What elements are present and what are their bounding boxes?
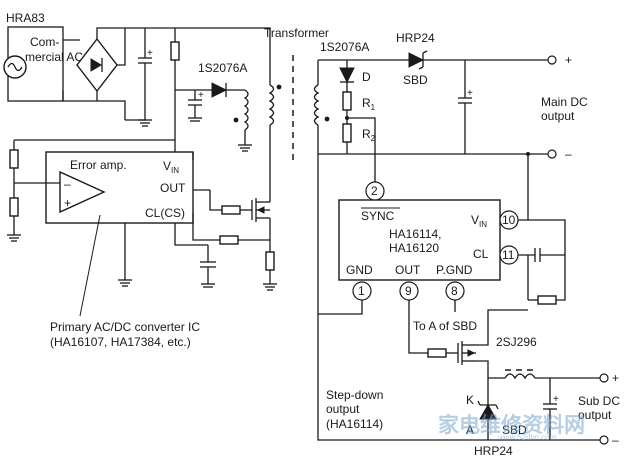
step-down-label-1: Step-down xyxy=(326,388,383,402)
main-dc-plus-terminal xyxy=(547,55,557,65)
svg-text:+: + xyxy=(147,48,153,59)
primary-ic-caption-1: Primary AC/DC converter IC xyxy=(50,320,200,334)
pin-11-label: 11 xyxy=(502,248,515,262)
hra83-label: HRA83 xyxy=(6,11,45,25)
svg-text:+: + xyxy=(467,88,473,99)
diode-d-label: D xyxy=(362,70,371,84)
ac-input-section: HRA83 Com- mercial AC + xyxy=(3,11,260,130)
main-dc-label-2: output xyxy=(541,109,575,123)
ic-name-label-1: HA16114, xyxy=(389,227,441,241)
sub-dc-label-2: output xyxy=(578,408,612,422)
mosfet-label: 2SJ296 xyxy=(496,335,537,349)
pin-8-label: 8 xyxy=(451,284,458,298)
gnd-label: GND xyxy=(346,263,373,277)
aux-winding-section: 1S2076A + Transformer xyxy=(175,26,329,180)
a-label: A xyxy=(466,423,474,437)
step-down-label-2: output xyxy=(326,402,360,416)
watermark-url: www.52dlm.com xyxy=(497,433,557,442)
diode-1s2076a-primary xyxy=(211,82,228,98)
r1-label: R1 xyxy=(362,96,376,112)
gate-resistor xyxy=(221,205,241,215)
primary-ic-section: Error amp. VIN OUT CL(CS) – + xyxy=(7,130,277,349)
ic-name-label-2: HA16120 xyxy=(389,241,439,255)
pin-9-label: 9 xyxy=(405,284,412,298)
main-dc-label-1: Main DC xyxy=(541,95,588,109)
sbd-top-label: SBD xyxy=(403,73,428,87)
diode-primary-label: 1S2076A xyxy=(198,61,247,75)
watermark-text: 家电维修资料网 xyxy=(438,412,585,437)
opamp-minus: – xyxy=(64,177,71,191)
bridge-diode-icon xyxy=(90,58,102,72)
diode-secondary-label: 1S2076A xyxy=(320,40,369,54)
stepdown-inductor xyxy=(504,373,536,380)
primary-ic-pointer xyxy=(79,214,101,317)
svg-text:+: + xyxy=(553,394,559,405)
sbd-hrp24-top xyxy=(408,52,425,68)
diode-d xyxy=(339,67,355,84)
svg-text:+: + xyxy=(198,90,204,101)
sense-resistor xyxy=(265,251,275,271)
pgnd-label: P.GND xyxy=(436,263,473,277)
primary-cl-label: CL(CS) xyxy=(145,206,185,220)
stepdown-cl-label: CL xyxy=(473,247,489,261)
pin-2-label: 2 xyxy=(371,184,378,198)
main-dc-minus-terminal xyxy=(547,149,557,159)
sub-dc-plus-label: + xyxy=(612,371,619,385)
pmos-gate-resistor xyxy=(427,348,447,358)
sync-label: SYNC xyxy=(361,209,395,223)
pin-1-label: 1 xyxy=(358,284,365,298)
transformer-label: Transformer xyxy=(264,26,329,40)
stepdown-out-label: OUT xyxy=(395,263,421,277)
sbd-bottom-label: SBD xyxy=(502,423,527,437)
main-dc-minus-label: – xyxy=(565,147,572,161)
commercial-ac-label-2: mercial AC xyxy=(25,50,83,64)
pin-2 xyxy=(365,181,385,201)
sub-dc-minus-label: – xyxy=(612,433,619,447)
hrp24-bottom-label: HRP24 xyxy=(474,444,513,458)
pin-10-label: 10 xyxy=(502,213,516,227)
stepdown-ic-box xyxy=(338,199,501,281)
pmos-arrow xyxy=(467,349,476,357)
step-down-label-3: (HA16114) xyxy=(326,417,383,431)
error-amp-triangle xyxy=(59,170,106,214)
main-dc-plus-label: + xyxy=(565,53,572,67)
stepdown-ic-section: SYNC HA16114, HA16120 VIN CL GND OUT P.G… xyxy=(318,152,620,458)
resistor-r2 xyxy=(342,123,352,143)
k-label: K xyxy=(466,393,474,407)
sub-dc-minus-terminal xyxy=(599,435,609,445)
hrp24-top-label: HRP24 xyxy=(396,31,435,45)
opamp-plus: + xyxy=(64,196,71,210)
primary-out-label: OUT xyxy=(160,181,186,195)
primary-ic-caption-2: (HA16107, HA17384, etc.) xyxy=(50,335,191,349)
cs-resistor xyxy=(219,235,239,245)
r2-label: R2 xyxy=(362,127,376,143)
current-limit-resistor xyxy=(537,295,557,305)
startup-resistor xyxy=(170,41,180,61)
sub-dc-plus-terminal xyxy=(599,373,609,383)
aux-winding-coil xyxy=(243,89,249,131)
resistor-r1 xyxy=(342,91,352,111)
divider-resistor-top xyxy=(9,149,19,169)
secondary-winding-coil xyxy=(313,84,320,126)
stepdown-vin-label: VIN xyxy=(471,213,487,229)
divider-resistor-bottom xyxy=(9,197,19,217)
sub-dc-label-1: Sub DC xyxy=(578,394,620,408)
primary-vin-label: VIN xyxy=(163,159,179,175)
error-amp-label: Error amp. xyxy=(70,158,127,172)
secondary-section: 1S2076A HRP24 SBD + D R1 R2 xyxy=(313,31,619,447)
commercial-ac-label-1: Com- xyxy=(30,35,59,49)
to-a-of-sbd-label: To A of SBD xyxy=(413,319,477,333)
primary-winding-coil xyxy=(268,84,275,126)
